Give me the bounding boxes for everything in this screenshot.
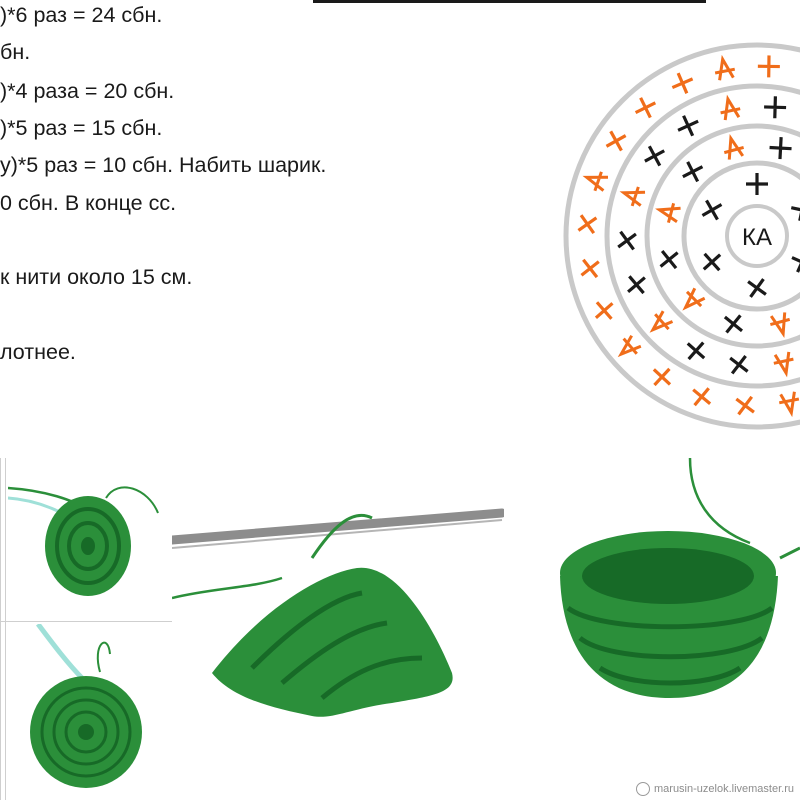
stitch-x-symbol	[594, 301, 614, 320]
stitch-x-symbol	[627, 275, 646, 295]
stitch-x-symbol	[686, 341, 706, 361]
photo-crochet-on-hook	[172, 458, 504, 800]
magic-ring-label: КА	[742, 224, 772, 251]
watermark-text: marusin-uzelok.livemaster.ru	[654, 783, 794, 795]
instruction-line: бн.	[0, 40, 31, 64]
stitch-x-symbol	[652, 367, 672, 387]
stitch-x-symbol	[790, 198, 800, 222]
stitch-x-symbol	[671, 72, 694, 94]
stitch-increase-symbol	[773, 351, 794, 378]
instruction-line: )*6 раз = 24 сбн.	[0, 3, 163, 27]
instruction-line: лотнее.	[0, 340, 76, 364]
photo-crochet-swatch-1	[8, 458, 170, 618]
instruction-line: 0 сбн. В конце сс.	[0, 191, 177, 215]
crochet-chart-diagram: КА	[563, 42, 800, 430]
stitch-increase-symbol	[682, 287, 706, 311]
panel-divider	[5, 458, 6, 800]
stitch-x-symbol	[702, 252, 722, 272]
watermark: marusin-uzelok.livemaster.ru	[636, 782, 794, 796]
stitch-increase-symbol	[769, 312, 791, 338]
stitch-x-symbol	[644, 145, 665, 167]
stitch-x-symbol	[682, 161, 704, 183]
livemaster-logo-icon	[636, 782, 650, 796]
stitch-x-symbol	[757, 55, 780, 78]
stitch-increase-symbol	[723, 134, 745, 160]
stitch-x-symbol	[769, 137, 792, 160]
stitch-x-symbol	[791, 251, 800, 273]
instruction-line: к нити около 15 см.	[0, 265, 193, 289]
stitch-increase-symbol	[720, 94, 741, 121]
stitch-x-symbol	[723, 314, 744, 334]
stitch-increase-symbol	[619, 186, 646, 207]
instruction-line: )*4 раза = 20 сбн.	[0, 79, 175, 103]
stitch-x-symbol	[659, 249, 679, 270]
stitch-x-symbol	[580, 258, 600, 279]
stitch-increase-symbol	[714, 54, 736, 81]
stitch-x-symbol	[746, 173, 768, 195]
stitch-symbols	[577, 54, 800, 418]
stitch-x-symbol	[634, 97, 657, 119]
stitch-increase-symbol	[582, 171, 609, 192]
stitch-increase-symbol	[778, 391, 800, 418]
stitch-increase-symbol	[617, 334, 642, 358]
stitch-x-symbol	[764, 96, 787, 119]
stitch-x-symbol	[577, 214, 598, 235]
stitch-x-symbol	[701, 199, 723, 221]
stitch-x-symbol	[605, 130, 627, 152]
chart-rings	[563, 42, 800, 430]
photo-crochet-swatch-2	[8, 624, 170, 796]
panel-divider	[0, 458, 1, 800]
instruction-line: у)*5 раз = 10 сбн. Набить шарик.	[0, 153, 327, 177]
stitch-x-symbol	[677, 115, 699, 137]
top-rule	[313, 0, 706, 3]
stitch-increase-symbol	[655, 202, 681, 224]
stitch-x-symbol	[735, 395, 755, 416]
photo-crochet-cup	[540, 458, 800, 758]
stitch-x-symbol	[747, 278, 767, 298]
stitch-x-symbol	[729, 355, 749, 375]
stitch-x-symbol	[692, 387, 712, 407]
panel-divider	[0, 621, 172, 622]
instruction-line: )*5 раз = 15 сбн.	[0, 116, 163, 140]
stitch-increase-symbol	[649, 310, 674, 333]
magic-ring-circle	[725, 204, 789, 268]
stitch-x-symbol	[617, 230, 637, 251]
